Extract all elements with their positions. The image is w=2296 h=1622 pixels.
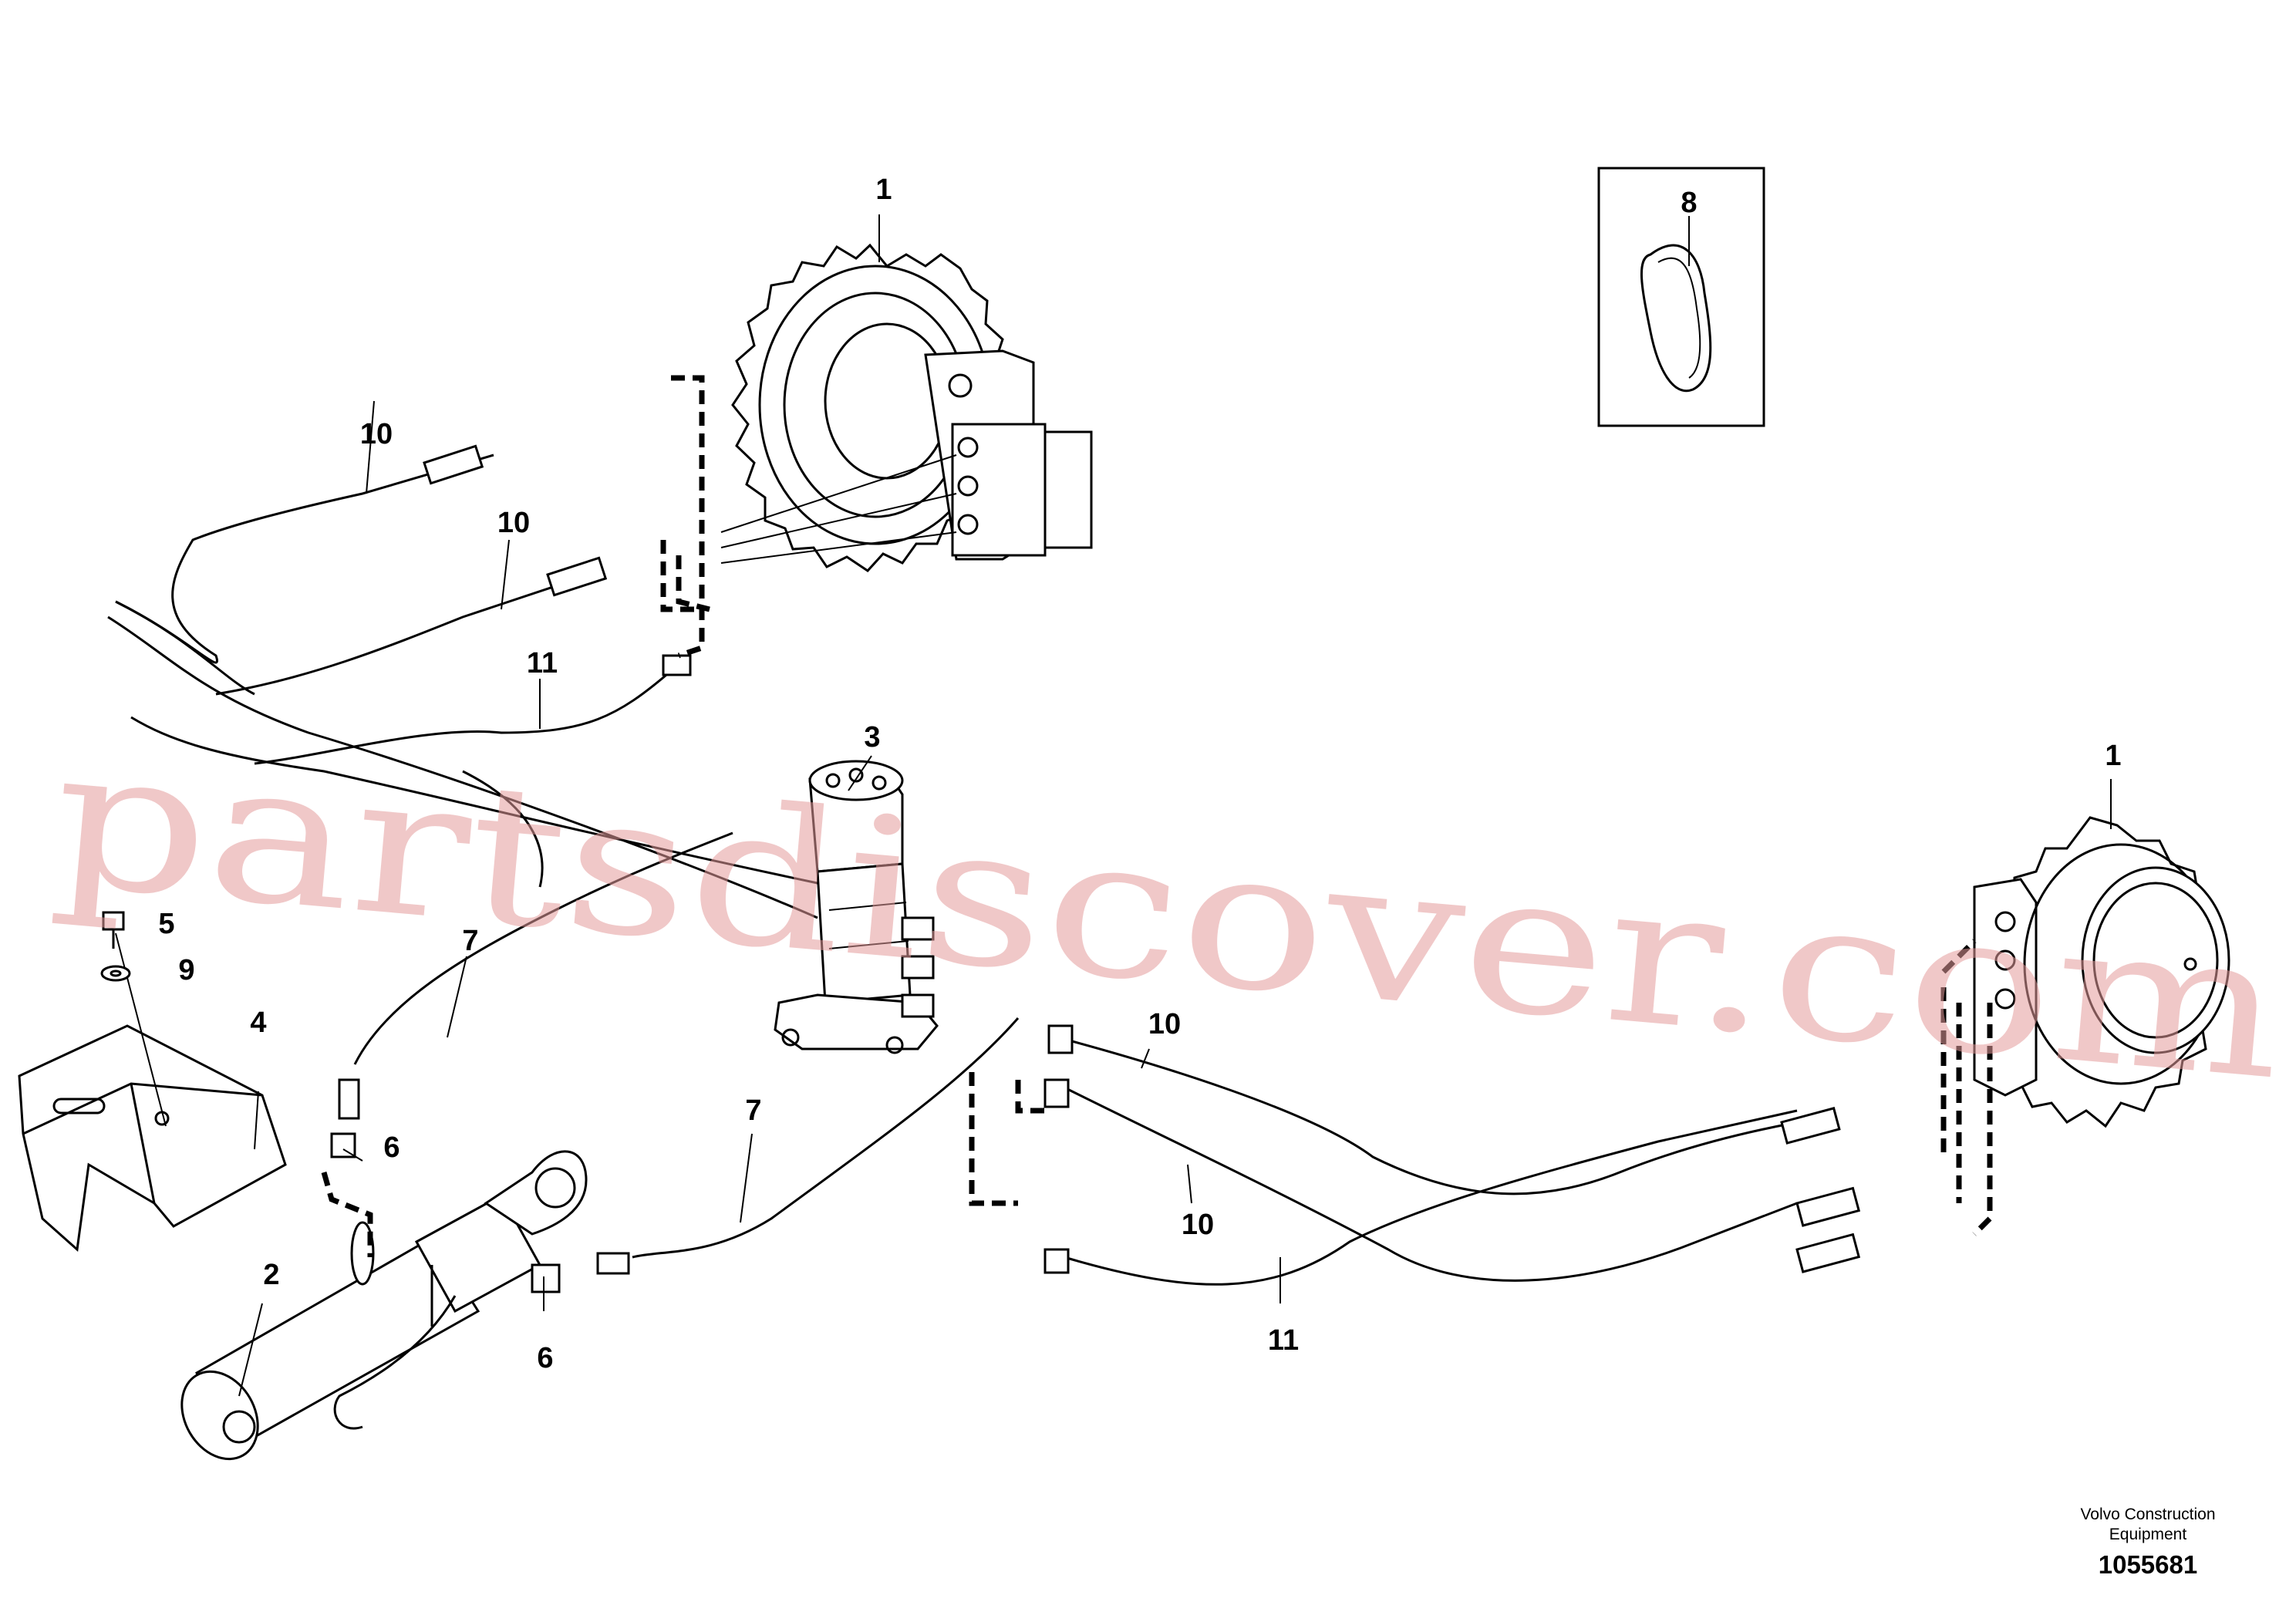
callout-3-swivel: 3 bbox=[864, 721, 880, 754]
callout-11-upper: 11 bbox=[527, 647, 558, 679]
drawing-number: 1055681 bbox=[2099, 1550, 2197, 1579]
inset-box-cable-tie bbox=[1597, 167, 1765, 427]
callout-6-left: 6 bbox=[383, 1131, 400, 1164]
footer-company-line1: Volvo Construction bbox=[2080, 1506, 2215, 1523]
callout-9-washer: 9 bbox=[178, 954, 194, 986]
callout-2-cylinder: 2 bbox=[263, 1259, 279, 1291]
travel-motor-upper bbox=[731, 243, 1093, 572]
bolt-and-washer bbox=[100, 911, 131, 982]
callout-10-right-upper: 10 bbox=[1148, 1008, 1181, 1040]
callout-6-lower: 6 bbox=[537, 1342, 553, 1374]
callout-5-bolt: 5 bbox=[158, 908, 174, 940]
footer-company-line2: Equipment bbox=[2109, 1526, 2187, 1543]
callout-1-upper-motor: 1 bbox=[875, 174, 892, 206]
callout-labels: 1 1 2 3 4 5 6 6 7 7 8 9 10 10 10 10 11 1… bbox=[158, 174, 2121, 1374]
callout-1-lower-motor: 1 bbox=[2105, 740, 2121, 772]
hydraulic-cylinder bbox=[180, 1150, 588, 1461]
callout-10-middle: 10 bbox=[497, 507, 530, 539]
hose-assemblies bbox=[107, 444, 1861, 1293]
watermark: partsdiscover.com bbox=[45, 704, 2292, 1123]
callout-leaders bbox=[238, 214, 2112, 1397]
swivel-joint bbox=[774, 760, 939, 1054]
callout-7-right: 7 bbox=[745, 1094, 761, 1127]
connection-lines bbox=[321, 375, 1993, 1257]
drawing-footer: Volvo Construction Equipment 1055681 bbox=[2080, 1506, 2215, 1579]
callout-7-left: 7 bbox=[462, 925, 478, 957]
callout-10-right-lower: 10 bbox=[1182, 1209, 1214, 1241]
callout-11-lower: 11 bbox=[1268, 1324, 1299, 1357]
callout-4-bracket: 4 bbox=[250, 1007, 266, 1039]
bracket bbox=[18, 932, 287, 1252]
travel-motor-lower bbox=[1973, 816, 2230, 1128]
callout-8-inset: 8 bbox=[1681, 187, 1697, 219]
callout-10-top: 10 bbox=[360, 418, 393, 450]
